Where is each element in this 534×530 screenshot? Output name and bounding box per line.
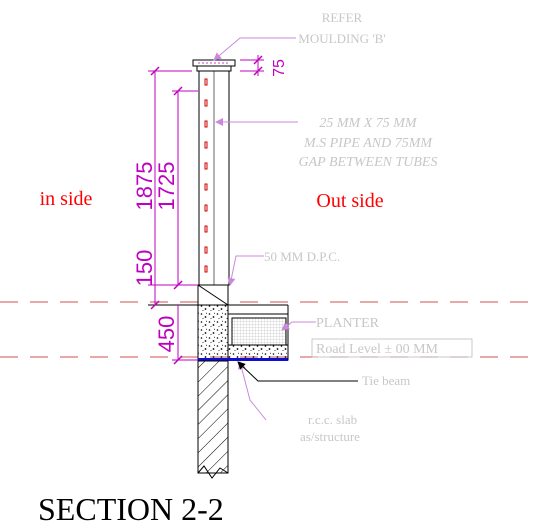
planter-label: PLANTER: [316, 316, 380, 331]
pipe-label-line1: 25 MM X 75 MM: [319, 116, 418, 131]
tie-beam-label: Tie beam: [362, 373, 410, 388]
plinth-block: [197, 284, 229, 306]
out-side-label: Out side: [316, 190, 383, 212]
wall-below: [197, 360, 229, 479]
refer-label-line2: MOULDING 'B': [298, 31, 385, 46]
dimension-ticks: [150, 55, 263, 365]
section-title: SECTION 2-2: [38, 491, 224, 527]
dim-450: 450: [154, 316, 179, 353]
moulding-cap: [192, 59, 236, 72]
dim-150: 150: [132, 250, 157, 287]
slab-label-line1: r.c.c. slab: [308, 412, 357, 427]
railing-post: [198, 70, 230, 286]
dimension-lines: [148, 55, 264, 361]
dim-1725: 1725: [154, 162, 179, 211]
leader-lines: [213, 37, 316, 421]
road-level-label: Road Level ± 00 MM: [316, 342, 439, 357]
dim-75: 75: [271, 59, 288, 77]
pipe-label-line3: GAP BETWEEN TUBES: [299, 155, 438, 170]
in-side-label: in side: [40, 188, 93, 210]
refer-label-line1: REFER: [322, 10, 363, 25]
pipe-slots: [204, 78, 208, 273]
leader-tie-beam: [237, 361, 358, 382]
road-level-box: [311, 338, 473, 358]
slab-label-line2: as/structure: [300, 429, 360, 444]
planter-box: [228, 304, 289, 360]
dpc-label: 50 MM D.P.C.: [264, 249, 340, 264]
concrete-beam: [197, 304, 289, 361]
dim-1875: 1875: [132, 162, 157, 211]
pipe-label-line2: M.S PIPE AND 75MM: [303, 136, 433, 151]
